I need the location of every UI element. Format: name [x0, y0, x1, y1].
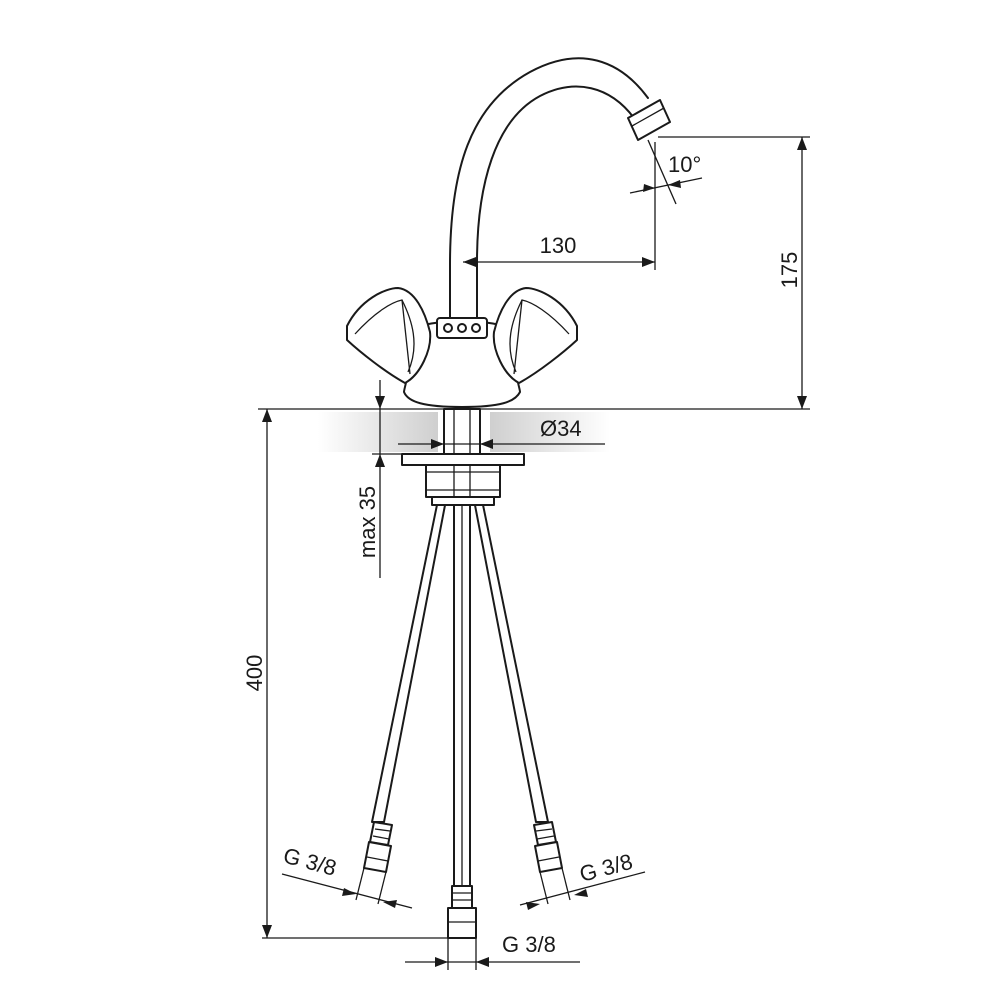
countertop [258, 408, 810, 452]
right-handle [492, 287, 578, 384]
dim-hose-length: 400 [242, 409, 448, 939]
dim-thread-center: G 3/8 [405, 932, 580, 970]
dim-thread-left: G 3/8 [281, 843, 413, 909]
dim-label-400: 400 [242, 655, 267, 692]
dim-mount-hole: Ø34 [398, 416, 605, 449]
dim-label-10deg: 10° [668, 152, 701, 177]
supply-hoses [371, 499, 549, 889]
dim-spout-reach: 130 [463, 142, 656, 270]
mounting-hardware [401, 408, 525, 506]
dim-label-g38-center: G 3/8 [502, 932, 556, 957]
dim-label-max35: max 35 [355, 486, 380, 558]
dim-max-thickness: max 35 [355, 380, 402, 578]
dim-label-g38-right: G 3/8 [577, 849, 635, 887]
dim-spout-angle: 10° [629, 139, 703, 205]
left-handle [346, 287, 432, 384]
dim-label-130: 130 [540, 233, 577, 258]
dim-label-g38-left: G 3/8 [281, 843, 339, 881]
spout [449, 57, 671, 319]
dim-label-175: 175 [777, 252, 802, 289]
center-hose-fitting [447, 885, 477, 939]
faucet-body [403, 317, 521, 408]
right-hose-fitting [533, 821, 563, 873]
dim-label-d34: Ø34 [540, 416, 582, 441]
left-hose-fitting [363, 821, 393, 873]
dim-spout-height: 175 [658, 136, 810, 409]
